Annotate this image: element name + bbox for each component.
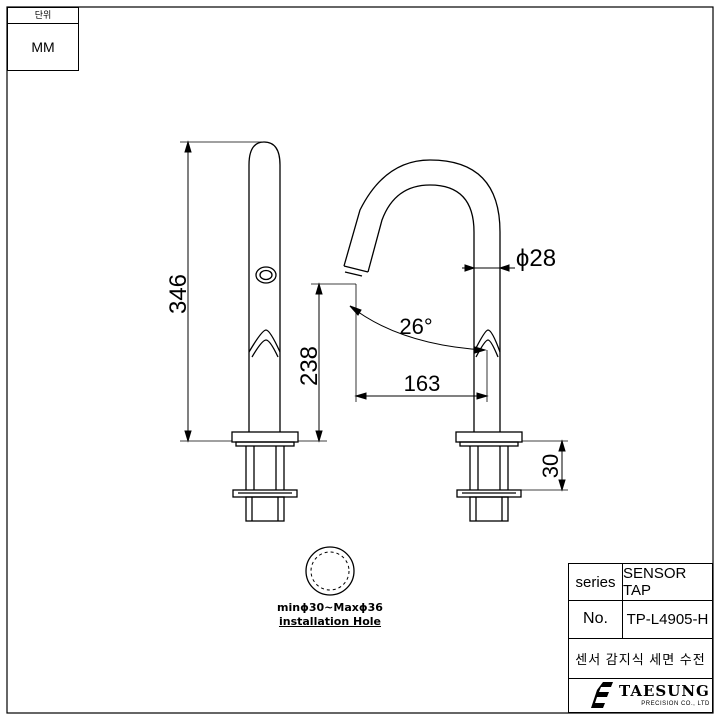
title-row-description: 센서 감지식 세면 수전	[569, 638, 712, 679]
series-label: series	[575, 573, 616, 591]
dim-base-height: 30	[538, 454, 563, 478]
unit-value: MM	[31, 39, 55, 55]
company-name: TAESUNG	[619, 681, 710, 700]
installation-note: minϕ30~Maxϕ36 installation Hole	[270, 601, 390, 629]
unit-box: 단위 MM	[7, 7, 79, 71]
dim-reach: 163	[404, 371, 441, 396]
company-logo: TAESUNG PRECISION CO., LTD	[569, 678, 712, 712]
number-label: No.	[583, 610, 608, 627]
dim-overall-height: 346	[165, 274, 192, 314]
series-value: SENSOR TAP	[623, 565, 687, 599]
title-row-series: series SENSOR TAP	[569, 564, 712, 601]
installation-note-range: minϕ30~Maxϕ36	[277, 601, 383, 614]
front-view-faucet	[343, 159, 523, 522]
taesung-logo-icon	[591, 682, 613, 708]
number-value: TP-L4905-H	[626, 610, 709, 628]
installation-hole-icon	[305, 546, 355, 596]
dim-spout-height: 238	[296, 346, 323, 386]
drawing-frame	[6, 6, 714, 714]
side-view-faucet	[231, 141, 299, 522]
dim-diameter: ϕ28	[516, 245, 556, 272]
title-row-number: No. TP-L4905-H	[569, 600, 712, 639]
unit-header: 단위	[8, 8, 78, 24]
installation-note-label: installation Hole	[278, 615, 382, 628]
product-description: 센서 감지식 세면 수전	[575, 651, 706, 667]
dim-angle: 26°	[399, 314, 432, 339]
title-block: series SENSOR TAP No. TP-L4905-H 센서 감지식 …	[568, 563, 713, 713]
company-sub: PRECISION CO., LTD	[641, 700, 710, 707]
dimension-lines	[180, 140, 568, 492]
